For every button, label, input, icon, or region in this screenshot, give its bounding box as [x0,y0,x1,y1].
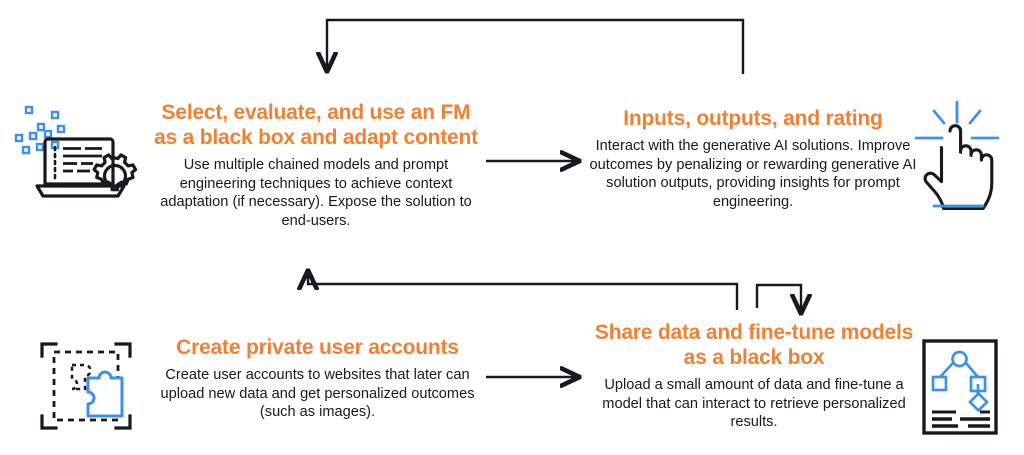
step-body: Interact with the generative AI solution… [589,138,917,210]
step-body: Use multiple chained models and prompt e… [160,157,472,229]
connector-fine-tune-loops-back-to-select [308,272,739,310]
hand-click-icon [908,98,1012,210]
step-card-create-private-user-accounts: Create private user accounts Create user… [150,335,485,422]
step-title: Inputs, outputs, and rating [623,107,883,130]
puzzle-piece-icon [36,338,136,434]
model-document-icon [912,336,1008,438]
step-card-share-data-fine-tune: Share data and fine-tune models as a bla… [590,320,918,432]
step-body: Create user accounts to websites that la… [160,367,475,421]
connector-select-branches-down-to-fine-tune [755,283,801,312]
connector-rating-loops-back-to-select [327,18,745,74]
step-title: Share data and fine-tune models as a bla… [594,321,914,369]
step-card-select-evaluate-fm: Select, evaluate, and use an FM as a bla… [148,100,484,230]
step-title: Create private user accounts [176,336,459,359]
laptop-code-gear-icon [12,100,144,212]
step-card-inputs-outputs-rating: Inputs, outputs, and rating Interact wit… [588,106,918,211]
step-title: Select, evaluate, and use an FM as a bla… [154,101,478,149]
step-body: Upload a small amount of data and fine-t… [602,377,906,431]
